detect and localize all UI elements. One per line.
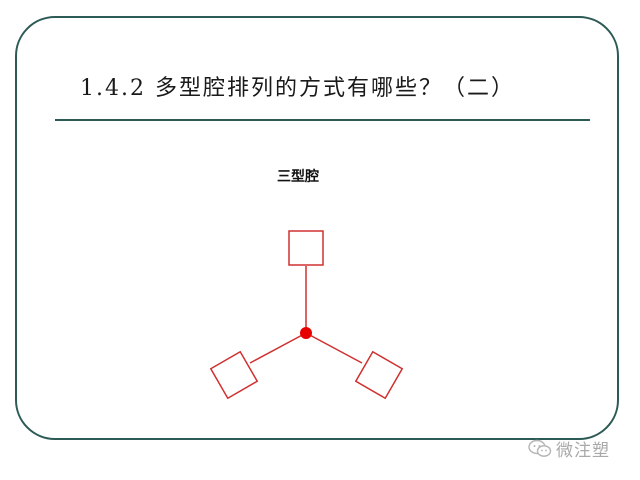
cavity-right: [354, 350, 404, 400]
runner-right: [305, 332, 363, 364]
watermark: 微注塑: [528, 436, 610, 461]
diagram-label: 三型腔: [277, 169, 319, 185]
slide-title: 1.4.2 多型腔排列的方式有哪些？（二）: [80, 76, 515, 101]
slide-frame: [15, 16, 619, 440]
wechat-icon: [528, 439, 552, 457]
cavity-top: [288, 230, 324, 266]
cavity-left: [209, 350, 259, 400]
title-divider: [55, 119, 590, 121]
runner-left: [249, 332, 307, 364]
sprue-hub: [300, 327, 312, 339]
watermark-text: 微注塑: [556, 441, 610, 461]
